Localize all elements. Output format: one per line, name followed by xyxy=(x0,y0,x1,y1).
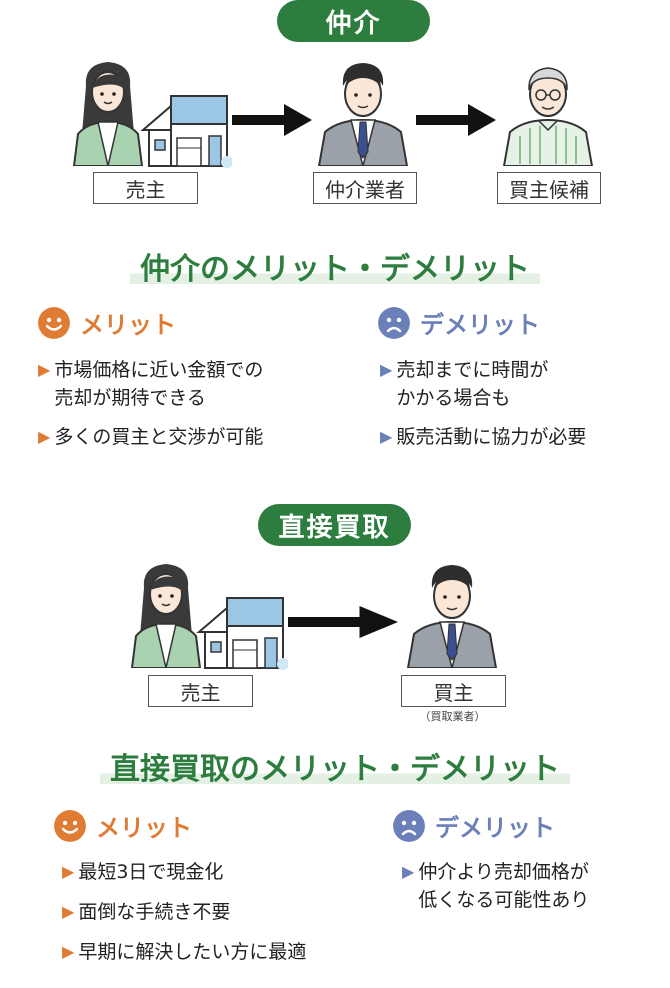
arrow-icon xyxy=(416,100,496,140)
list-item: ▶ 多くの買主と交渉が可能 xyxy=(38,423,263,451)
brokerage-demerit-heading: デメリット xyxy=(378,305,540,340)
happy-face-icon xyxy=(54,810,86,842)
triangle-bullet-icon: ▶ xyxy=(380,360,393,379)
direct-merit-heading: メリット xyxy=(54,808,192,843)
triangle-bullet-icon: ▶ xyxy=(62,902,75,921)
house-illustration xyxy=(196,590,288,670)
seller-label: 売主 xyxy=(93,172,198,204)
triangle-bullet-icon: ▶ xyxy=(38,360,51,379)
triangle-bullet-icon: ▶ xyxy=(38,427,51,446)
triangle-bullet-icon: ▶ xyxy=(62,862,75,881)
arrow-icon xyxy=(288,602,398,642)
seller-woman-illustration xyxy=(68,56,148,166)
brokerage-section-title: 仲介のメリット・デメリット xyxy=(0,244,670,288)
direct-demerit-heading: デメリット xyxy=(393,808,555,843)
list-item: ▶ 市場価格に近い金額での 売却が期待できる xyxy=(38,356,263,412)
buyer-candidate-label: 買主候補 xyxy=(497,172,601,204)
arrow-icon xyxy=(232,100,312,140)
brokerage-pill: 仲介 xyxy=(277,0,430,42)
buyer-candidate-illustration xyxy=(498,56,598,166)
sad-face-icon xyxy=(393,810,425,842)
direct-purchase-pill: 直接買取 xyxy=(258,504,411,546)
buyer-man-illustration xyxy=(402,558,502,668)
direct-purchase-section-title: 直接買取のメリット・デメリット xyxy=(0,744,670,788)
happy-face-icon xyxy=(38,307,70,339)
triangle-bullet-icon: ▶ xyxy=(62,942,75,961)
list-item: ▶ 面倒な手続き不要 xyxy=(62,898,230,926)
triangle-bullet-icon: ▶ xyxy=(380,427,393,446)
list-item: ▶ 販売活動に協力が必要 xyxy=(380,423,586,451)
list-item: ▶ 最短3日で現金化 xyxy=(62,858,223,886)
brokerage-merit-heading: メリット xyxy=(38,305,176,340)
seller-woman-illustration xyxy=(126,558,206,668)
broker-man-illustration xyxy=(313,56,413,166)
seller-label: 売主 xyxy=(148,675,253,707)
list-item: ▶ 売却までに時間が かかる場合も xyxy=(380,356,548,412)
list-item: ▶ 仲介より売却価格が 低くなる可能性あり xyxy=(402,858,589,914)
broker-label: 仲介業者 xyxy=(313,172,417,204)
list-item: ▶ 早期に解決したい方に最適 xyxy=(62,938,306,966)
house-illustration xyxy=(140,88,232,168)
triangle-bullet-icon: ▶ xyxy=(402,862,415,881)
sad-face-icon xyxy=(378,307,410,339)
buyer-label: 買主 xyxy=(401,675,506,707)
buyer-sublabel: （買取業者） xyxy=(419,710,486,723)
